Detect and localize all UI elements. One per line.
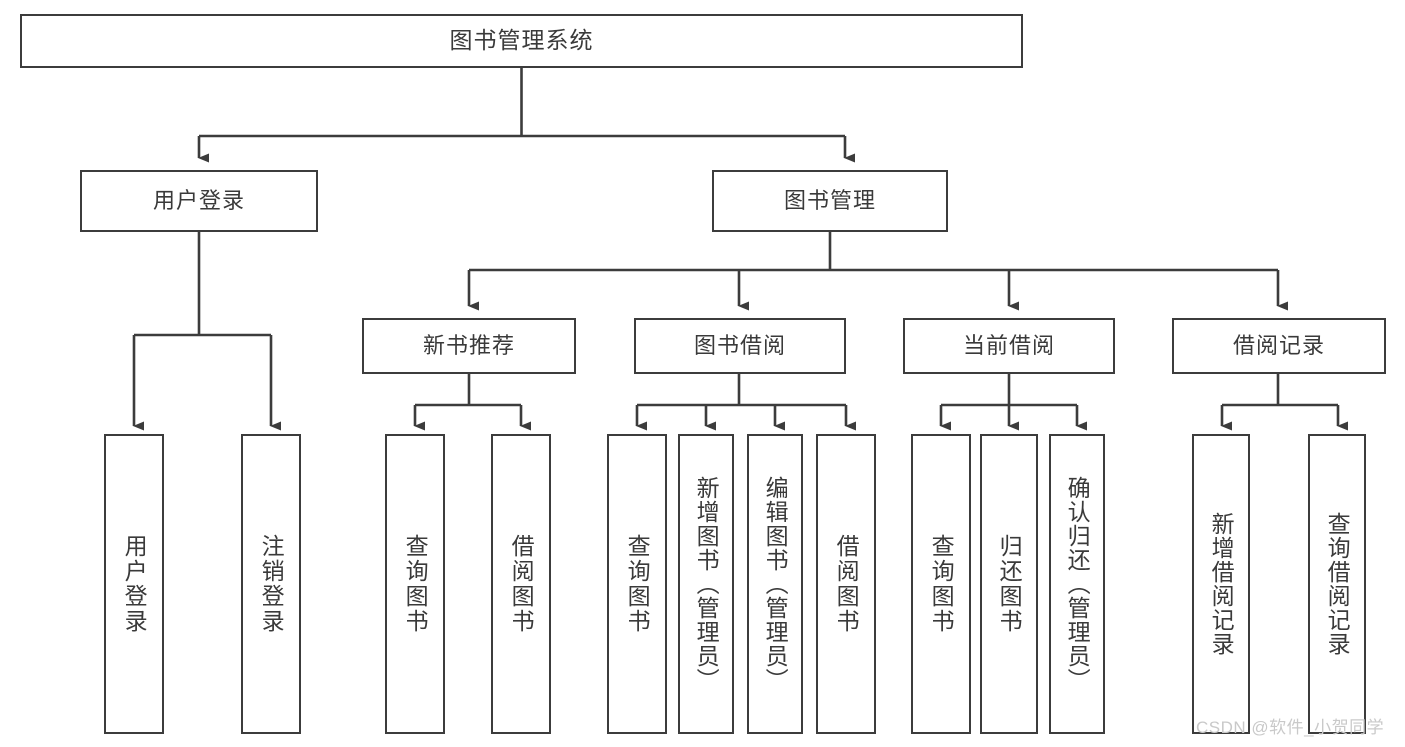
node-label: 确认归还（管理员）	[1064, 476, 1091, 692]
node-leaf-return-book[interactable]: 归还图书	[980, 434, 1038, 734]
node-label: 新增借阅记录	[1208, 512, 1235, 656]
node-leaf-query-borrow-record[interactable]: 查询借阅记录	[1308, 434, 1366, 734]
node-leaf-add-book-admin[interactable]: 新增图书（管理员）	[678, 434, 734, 734]
node-leaf-logout[interactable]: 注销登录	[241, 434, 301, 734]
node-leaf-edit-book-admin[interactable]: 编辑图书（管理员）	[747, 434, 803, 734]
node-label: 借阅图书	[508, 534, 535, 634]
node-label: 新书推荐	[422, 332, 515, 358]
node-label: 借阅图书	[833, 534, 860, 634]
node-book-borrowing[interactable]: 图书借阅	[634, 318, 846, 374]
node-label: 用户登录	[152, 187, 245, 213]
node-leaf-search-book-current[interactable]: 查询图书	[911, 434, 971, 734]
node-leaf-user-login[interactable]: 用户登录	[104, 434, 164, 734]
node-label: 归还图书	[996, 534, 1023, 634]
node-label: 注销登录	[258, 534, 285, 634]
node-label: 图书管理系统	[449, 27, 594, 54]
node-label: 查询图书	[928, 534, 955, 634]
node-leaf-borrow-book[interactable]: 借阅图书	[816, 434, 876, 734]
node-label: 当前借阅	[962, 332, 1055, 358]
node-leaf-borrow-book-new[interactable]: 借阅图书	[491, 434, 551, 734]
node-leaf-confirm-return-admin[interactable]: 确认归还（管理员）	[1049, 434, 1105, 734]
node-book-management[interactable]: 图书管理	[712, 170, 948, 232]
node-leaf-search-book-new[interactable]: 查询图书	[385, 434, 445, 734]
node-label: 查询借阅记录	[1324, 512, 1351, 656]
node-label: 图书管理	[783, 187, 876, 213]
watermark-text: CSDN @软件_小贺同学	[1196, 718, 1385, 737]
node-label: 用户登录	[121, 534, 148, 634]
node-current-borrowing[interactable]: 当前借阅	[903, 318, 1115, 374]
node-label: 图书借阅	[693, 332, 786, 358]
node-root-book-management-system[interactable]: 图书管理系统	[20, 14, 1023, 68]
node-leaf-search-book-borrow[interactable]: 查询图书	[607, 434, 667, 734]
node-label: 编辑图书（管理员）	[762, 476, 789, 692]
node-label: 查询图书	[402, 534, 429, 634]
node-leaf-add-borrow-record[interactable]: 新增借阅记录	[1192, 434, 1250, 734]
node-user-login[interactable]: 用户登录	[80, 170, 318, 232]
node-label: 新增图书（管理员）	[693, 476, 720, 692]
node-label: 查询图书	[624, 534, 651, 634]
node-borrowing-record[interactable]: 借阅记录	[1172, 318, 1386, 374]
node-new-book-recommendation[interactable]: 新书推荐	[362, 318, 576, 374]
node-label: 借阅记录	[1232, 332, 1325, 358]
